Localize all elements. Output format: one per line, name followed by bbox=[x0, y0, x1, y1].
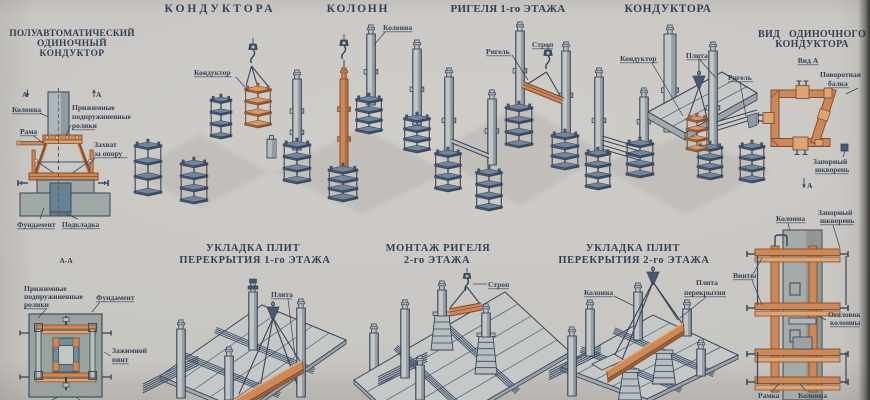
svg-text:Колонна: Колонна bbox=[12, 105, 41, 114]
svg-text:Запорный: Запорный bbox=[813, 157, 848, 166]
svg-text:КОЛОНН: КОЛОНН bbox=[327, 3, 390, 15]
svg-text:Рамка: Рамка bbox=[758, 391, 780, 400]
svg-text:КОНДУКТОР: КОНДУКТОР bbox=[40, 49, 105, 59]
svg-text:винт: винт bbox=[112, 355, 129, 364]
svg-text:ПОЛУАВТОМАТИЧЕСКИЙ: ПОЛУАВТОМАТИЧЕСКИЙ bbox=[9, 27, 135, 39]
svg-text:Фундамент: Фундамент bbox=[17, 220, 56, 229]
svg-text:ролики: ролики bbox=[72, 121, 98, 130]
svg-text:КОНДУКТОРА: КОНДУКТОРА bbox=[164, 3, 275, 15]
svg-text:Подкладка: Подкладка bbox=[62, 220, 99, 229]
svg-text:А: А bbox=[22, 90, 28, 99]
svg-text:колонны: колонны bbox=[830, 318, 860, 327]
svg-text:УКЛАДКА ПЛИТ: УКЛАДКА ПЛИТ bbox=[206, 243, 300, 254]
svg-text:Ригель: Ригель bbox=[486, 47, 510, 56]
svg-text:ПЕРЕКРЫТИЯ 1-го ЭТАЖА: ПЕРЕКРЫТИЯ 1-го ЭТАЖА bbox=[179, 255, 330, 266]
svg-text:А: А bbox=[96, 90, 102, 99]
svg-text:Захват: Захват bbox=[94, 140, 117, 149]
svg-text:Колонна: Колонна bbox=[776, 214, 805, 223]
svg-text:Ригель: Ригель bbox=[728, 73, 752, 82]
svg-text:ВИД ОДИНОЧНОГО: ВИД ОДИНОЧНОГО bbox=[758, 29, 866, 40]
svg-text:балка: балка bbox=[828, 79, 848, 88]
svg-text:шкворень: шкворень bbox=[820, 216, 854, 225]
svg-text:А-А: А-А bbox=[59, 256, 73, 265]
svg-text:Прижимные: Прижимные bbox=[24, 284, 67, 293]
svg-text:Колонна: Колонна bbox=[383, 23, 412, 32]
svg-text:Кондуктор: Кондуктор bbox=[194, 68, 231, 77]
svg-text:А: А bbox=[807, 181, 813, 190]
svg-text:ПЕРЕКРЫТИЯ 2-го ЭТАЖА: ПЕРЕКРЫТИЯ 2-го ЭТАЖА bbox=[558, 255, 709, 266]
svg-text:ОДИНОЧНЫЙ: ОДИНОЧНЫЙ bbox=[37, 37, 107, 49]
svg-text:Плита: Плита bbox=[271, 290, 293, 299]
svg-text:Плита: Плита bbox=[696, 278, 718, 287]
svg-text:шкворень: шкворень bbox=[815, 165, 849, 174]
svg-text:Зажимной: Зажимной bbox=[112, 346, 148, 355]
svg-text:Кондуктор: Кондуктор bbox=[620, 54, 657, 63]
svg-text:КОНДУКТОРА: КОНДУКТОРА bbox=[624, 3, 711, 15]
svg-text:РИГЕЛЯ 1-го ЭТАЖА: РИГЕЛЯ 1-го ЭТАЖА bbox=[451, 3, 566, 15]
svg-text:Строп: Строп bbox=[532, 40, 554, 49]
svg-text:Плита: Плита bbox=[686, 51, 708, 60]
svg-text:2-го ЭТАЖА: 2-го ЭТАЖА bbox=[404, 255, 470, 266]
svg-text:Оголовок: Оголовок bbox=[828, 310, 861, 319]
svg-text:УКЛАДКА ПЛИТ: УКЛАДКА ПЛИТ bbox=[586, 243, 680, 254]
svg-text:перекрытия: перекрытия bbox=[684, 288, 726, 297]
svg-text:Колонна: Колонна bbox=[584, 288, 613, 297]
svg-text:Рама: Рама bbox=[20, 127, 37, 136]
svg-text:подпружиненные: подпружиненные bbox=[24, 292, 84, 301]
svg-text:ролики: ролики bbox=[24, 300, 50, 309]
svg-text:Прижимные: Прижимные bbox=[72, 103, 115, 112]
svg-text:Колонна: Колонна bbox=[798, 391, 827, 400]
svg-text:Строп: Строп bbox=[488, 280, 510, 289]
svg-text:Запорный: Запорный bbox=[818, 208, 853, 217]
svg-text:МОНТАЖ РИГЕЛЯ: МОНТАЖ РИГЕЛЯ bbox=[386, 243, 491, 254]
svg-text:Фундамент: Фундамент bbox=[96, 293, 135, 302]
svg-text:подпружиненные: подпружиненные bbox=[72, 112, 132, 121]
svg-text:Вид А: Вид А bbox=[798, 56, 819, 65]
svg-text:Поворотная: Поворотная bbox=[820, 70, 861, 79]
svg-text:Винты: Винты bbox=[733, 271, 756, 280]
svg-text:за опору: за опору bbox=[94, 149, 123, 158]
svg-text:КОНДУКТОРА: КОНДУКТОРА bbox=[775, 39, 849, 50]
